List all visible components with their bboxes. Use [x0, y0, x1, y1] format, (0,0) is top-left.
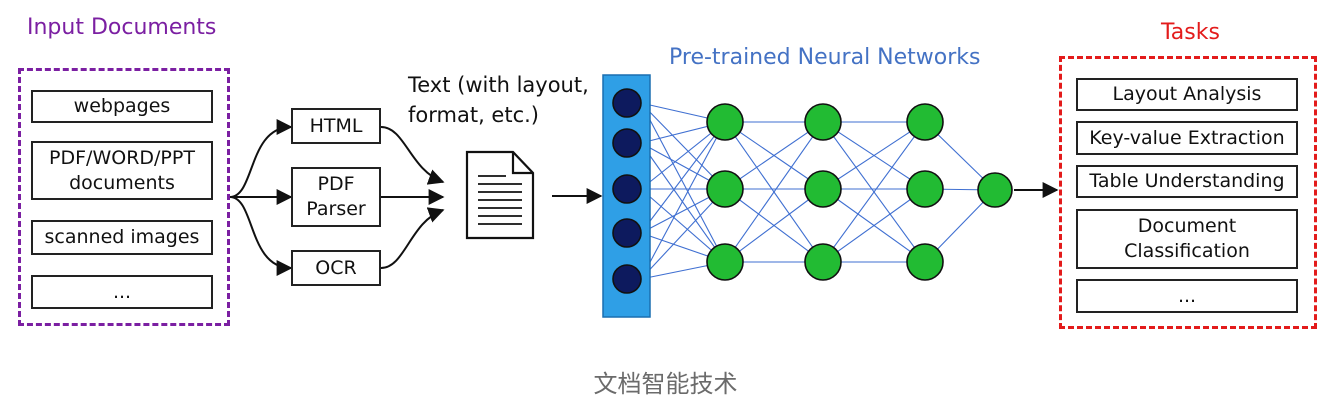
hidden-node [706, 103, 744, 141]
network-edge [640, 121, 726, 280]
input-item-office-documents: PDF/WORD/PPT documents [31, 141, 213, 200]
output-node [977, 172, 1013, 208]
text-with-layout-label: Text (with layout, format, etc.) [408, 73, 589, 128]
network-edge [640, 102, 726, 263]
input-node [612, 218, 642, 248]
document-icon [465, 150, 535, 240]
network-edge [724, 121, 824, 263]
input-node [612, 264, 642, 294]
hidden-node [804, 243, 842, 281]
network-edge [822, 121, 926, 263]
task-document-classification: Document Classification [1076, 209, 1298, 269]
tool-pdf-parser: PDF Parser [291, 167, 381, 227]
network-edge [640, 142, 726, 263]
task-table-understanding: Table Understanding [1076, 165, 1298, 198]
input-node [612, 174, 642, 204]
network-edge [822, 121, 926, 190]
input-item-more: ... [31, 275, 213, 309]
task-key-value-extraction: Key-value Extraction [1076, 121, 1298, 155]
network-edge [724, 121, 824, 190]
tool-html: HTML [291, 108, 381, 144]
input-item-scanned-images: scanned images [31, 220, 213, 255]
network-title: Pre-trained Neural Networks [669, 45, 981, 70]
network-nodes [612, 88, 1013, 294]
hidden-node [804, 103, 842, 141]
input-documents-title: Input Documents [27, 15, 217, 40]
hidden-node [906, 170, 944, 208]
input-node [612, 128, 642, 158]
arrow-input-to-ocr [229, 196, 293, 276]
hidden-node [906, 103, 944, 141]
hidden-node [706, 243, 744, 281]
hidden-node [804, 170, 842, 208]
tool-ocr: OCR [291, 250, 381, 286]
input-node [612, 88, 642, 118]
arrow-ocr-to-text [380, 207, 445, 269]
hidden-node [906, 243, 944, 281]
task-more: ... [1076, 279, 1298, 313]
network-edge [822, 188, 926, 263]
network-edge [640, 121, 726, 234]
network-edge [640, 102, 726, 190]
input-documents-group [18, 68, 230, 326]
tasks-group [1059, 56, 1317, 329]
network-edge [640, 188, 726, 280]
figure-caption: 文档智能技术 [593, 370, 738, 398]
network-edge [724, 188, 824, 263]
tasks-title: Tasks [1161, 20, 1220, 45]
arrow-html-to-text [380, 126, 445, 185]
hidden-node [706, 170, 744, 208]
arrow-input-to-html [229, 119, 293, 198]
input-item-webpages: webpages [31, 90, 213, 123]
task-layout-analysis: Layout Analysis [1076, 78, 1298, 111]
